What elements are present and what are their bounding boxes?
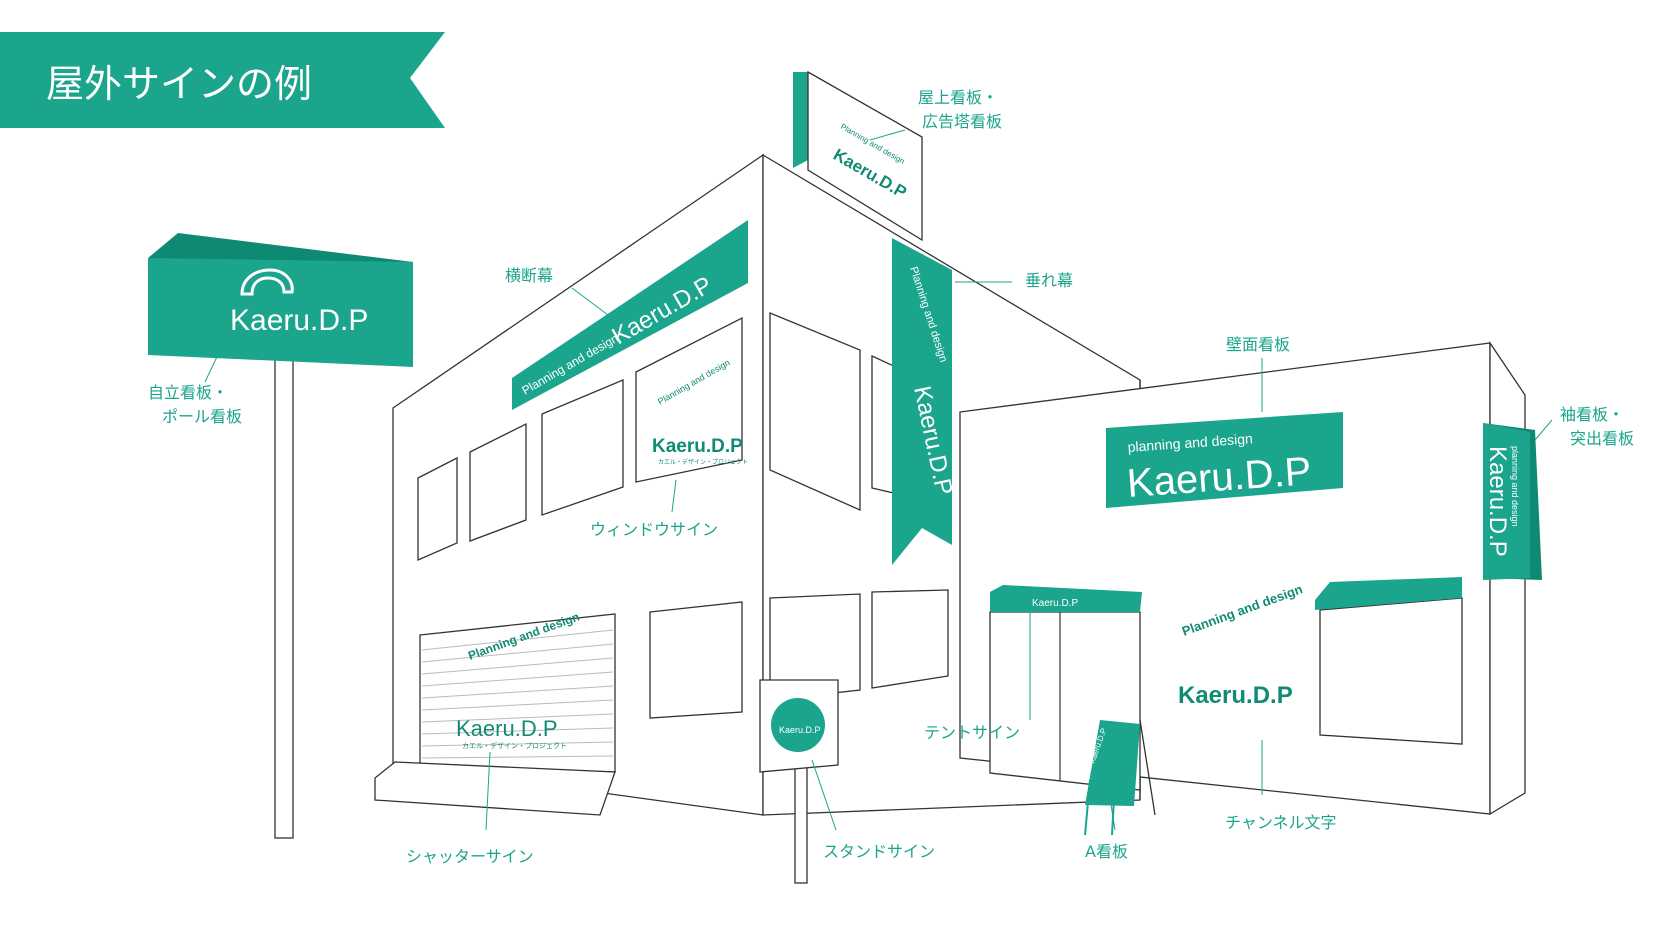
label-projecting-2: 突出看板	[1570, 429, 1634, 448]
tent-brand: Kaeru.D.P	[1032, 598, 1078, 609]
stand-sign: Kaeru.D.P	[759, 679, 839, 884]
label-wall: 壁面看板	[1226, 335, 1290, 354]
label-window: ウィンドウサイン	[590, 520, 718, 539]
label-shutter: シャッターサイン	[406, 847, 534, 866]
label-rooftop-1: 屋上看板・	[918, 88, 998, 107]
vertical-banner: Planning and design Kaeru.D.P	[892, 238, 958, 565]
label-stand: スタンドサイン	[823, 842, 935, 861]
channel-brand: Kaeru.D.P	[1178, 682, 1293, 709]
label-channel: チャンネル文字	[1225, 813, 1337, 832]
label-tent: テントサイン	[924, 723, 1020, 742]
projecting-sign: planning and design Kaeru.D.P	[1483, 423, 1542, 580]
tent-sign: Kaeru.D.P	[990, 585, 1142, 612]
label-a-board: A看板	[1085, 842, 1128, 861]
label-vertical-banner: 垂れ幕	[1025, 271, 1073, 290]
label-projecting-1: 袖看板・	[1560, 405, 1624, 424]
title-ribbon: 屋外サインの例	[0, 32, 445, 128]
shutter-brand: Kaeru.D.P	[456, 716, 558, 741]
page-title: 屋外サインの例	[46, 62, 312, 106]
leader-lines	[204, 129, 1553, 831]
projecting-brand: Kaeru.D.P	[1484, 446, 1511, 557]
stand-brand: Kaeru.D.P	[779, 725, 821, 735]
frog-icon	[240, 268, 294, 296]
label-banner: 横断幕	[505, 266, 553, 285]
pole-sign: Kaeru.D.P	[148, 233, 413, 839]
label-pole-2: ポール看板	[162, 407, 242, 426]
label-pole-1: 自立看板・	[148, 383, 228, 402]
window-brand: Kaeru.D.P	[652, 436, 743, 457]
projecting-tagline: planning and design	[1510, 446, 1520, 527]
tent-awning-right	[1315, 577, 1462, 610]
shop-building	[959, 340, 1526, 816]
labels: 屋上看板・ 広告塔看板 横断幕 垂れ幕 自立看板・ ポール看板 壁面看板 袖看板…	[148, 88, 1634, 866]
shutter-kana: カエル・デザイン・プロジェクト	[462, 741, 567, 750]
label-rooftop-2: 広告塔看板	[922, 112, 1002, 131]
window-kana: カエル・デザイン・プロジェクト	[658, 458, 748, 466]
pole-brand: Kaeru.D.P	[230, 304, 368, 337]
